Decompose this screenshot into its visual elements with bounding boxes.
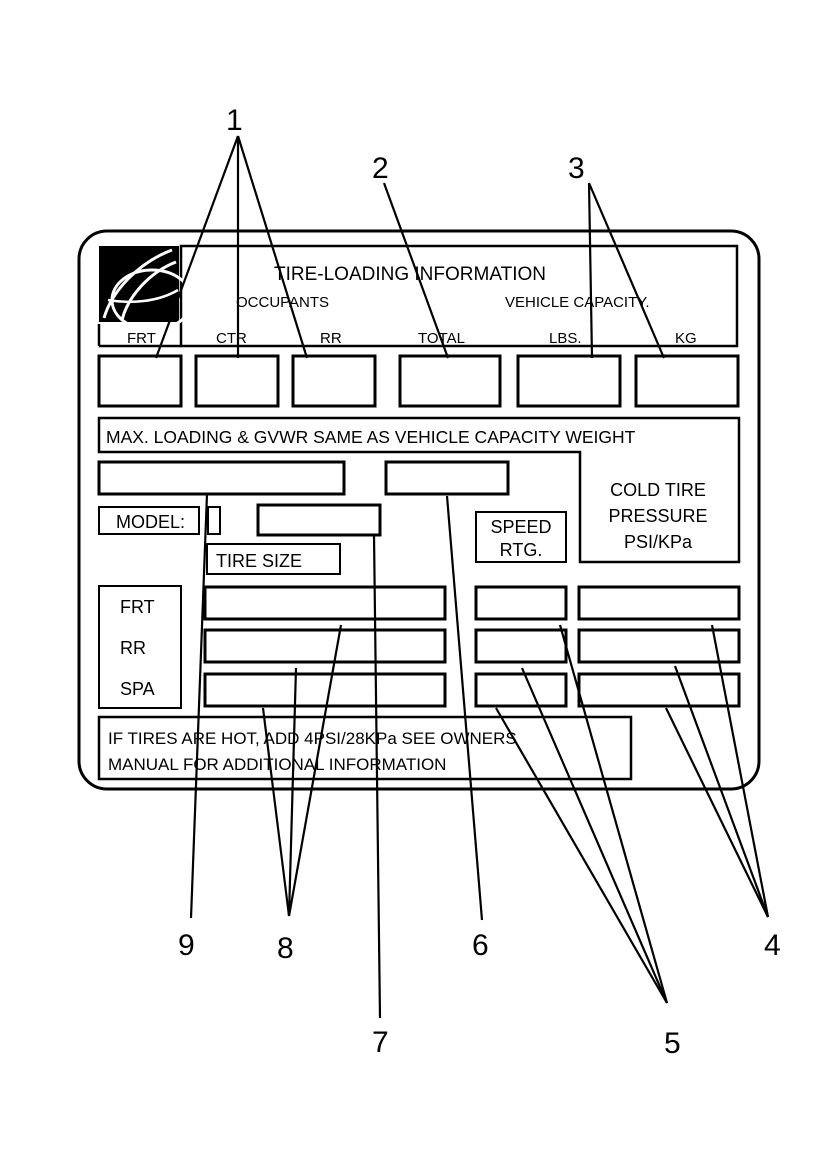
frt-pressure-box [577, 585, 741, 621]
col-label-frt: FRT [127, 330, 156, 347]
spa-pressure-box [577, 672, 741, 708]
row-label-rr: RR [120, 638, 146, 658]
callout-6: 6 [472, 929, 489, 962]
frt-speed-box [474, 585, 568, 621]
model-value-box [256, 503, 382, 537]
capacity-lbs-box [516, 354, 622, 408]
capacity-kg-box [634, 354, 740, 408]
tire-size-code-box [384, 460, 510, 496]
callout-5: 5 [664, 1027, 681, 1060]
ctr-occupants-box [194, 354, 280, 408]
speed-rating-line1: SPEED [490, 517, 551, 537]
speed-rating-box [475, 511, 567, 563]
footer-line2: MANUAL FOR ADDITIONAL INFORMATION [108, 755, 446, 774]
tire-size-label-box [206, 543, 341, 575]
callout-3: 3 [568, 152, 585, 185]
cold-tire-line2: PRESSURE [608, 506, 707, 526]
spa-speed-box [474, 672, 568, 708]
speed-rating-line2: RTG. [500, 540, 543, 560]
occupants-label: OCCUPANTS [236, 294, 329, 311]
model-label-box [98, 506, 200, 535]
frt-occupants-box [97, 354, 183, 408]
col-label-kg: KG [675, 330, 697, 347]
callout-7: 7 [372, 1026, 389, 1059]
callout-9: 9 [178, 929, 195, 962]
manufacturer-logo [99, 246, 194, 332]
row-label-spa: SPA [120, 679, 155, 699]
leader-lines [154, 135, 770, 1019]
cold-tire-line1: COLD TIRE [610, 480, 706, 500]
row-labels-box [98, 585, 182, 709]
total-occupants-box [398, 354, 502, 408]
footer-box [97, 715, 633, 781]
col-label-lbs: LBS. [549, 330, 582, 347]
label-title: TIRE-LOADING INFORMATION [274, 264, 546, 285]
header-box [179, 244, 739, 348]
frt-tire-size-box [203, 585, 447, 621]
col-label-rr: RR [320, 330, 342, 347]
model-label: MODEL: [116, 512, 185, 532]
max-loading-text: MAX. LOADING & GVWR SAME AS VEHICLE CAPA… [106, 427, 636, 447]
vehicle-capacity-label: VEHICLE CAPACITY. [505, 294, 650, 311]
spa-tire-size-box [203, 672, 447, 708]
rr-occupants-box [291, 354, 377, 408]
callout-1: 1 [226, 104, 243, 137]
tire-size-label: TIRE SIZE [216, 551, 302, 571]
rr-pressure-box [577, 628, 741, 664]
footer-line1: IF TIRES ARE HOT, ADD 4PSI/28KPa SEE OWN… [108, 729, 517, 748]
rr-tire-size-box [203, 628, 447, 664]
callout-4: 4 [764, 929, 781, 962]
max-loading-frame [97, 416, 741, 564]
callout-2: 2 [372, 152, 389, 185]
rr-speed-box [474, 628, 568, 664]
col-label-ctr: CTR [216, 330, 247, 347]
callout-8: 8 [277, 932, 294, 965]
cold-tire-line3: PSI/KPa [624, 532, 693, 552]
label-plate [77, 229, 761, 791]
row-label-frt: FRT [120, 597, 155, 617]
vehicle-id-box [97, 460, 346, 496]
